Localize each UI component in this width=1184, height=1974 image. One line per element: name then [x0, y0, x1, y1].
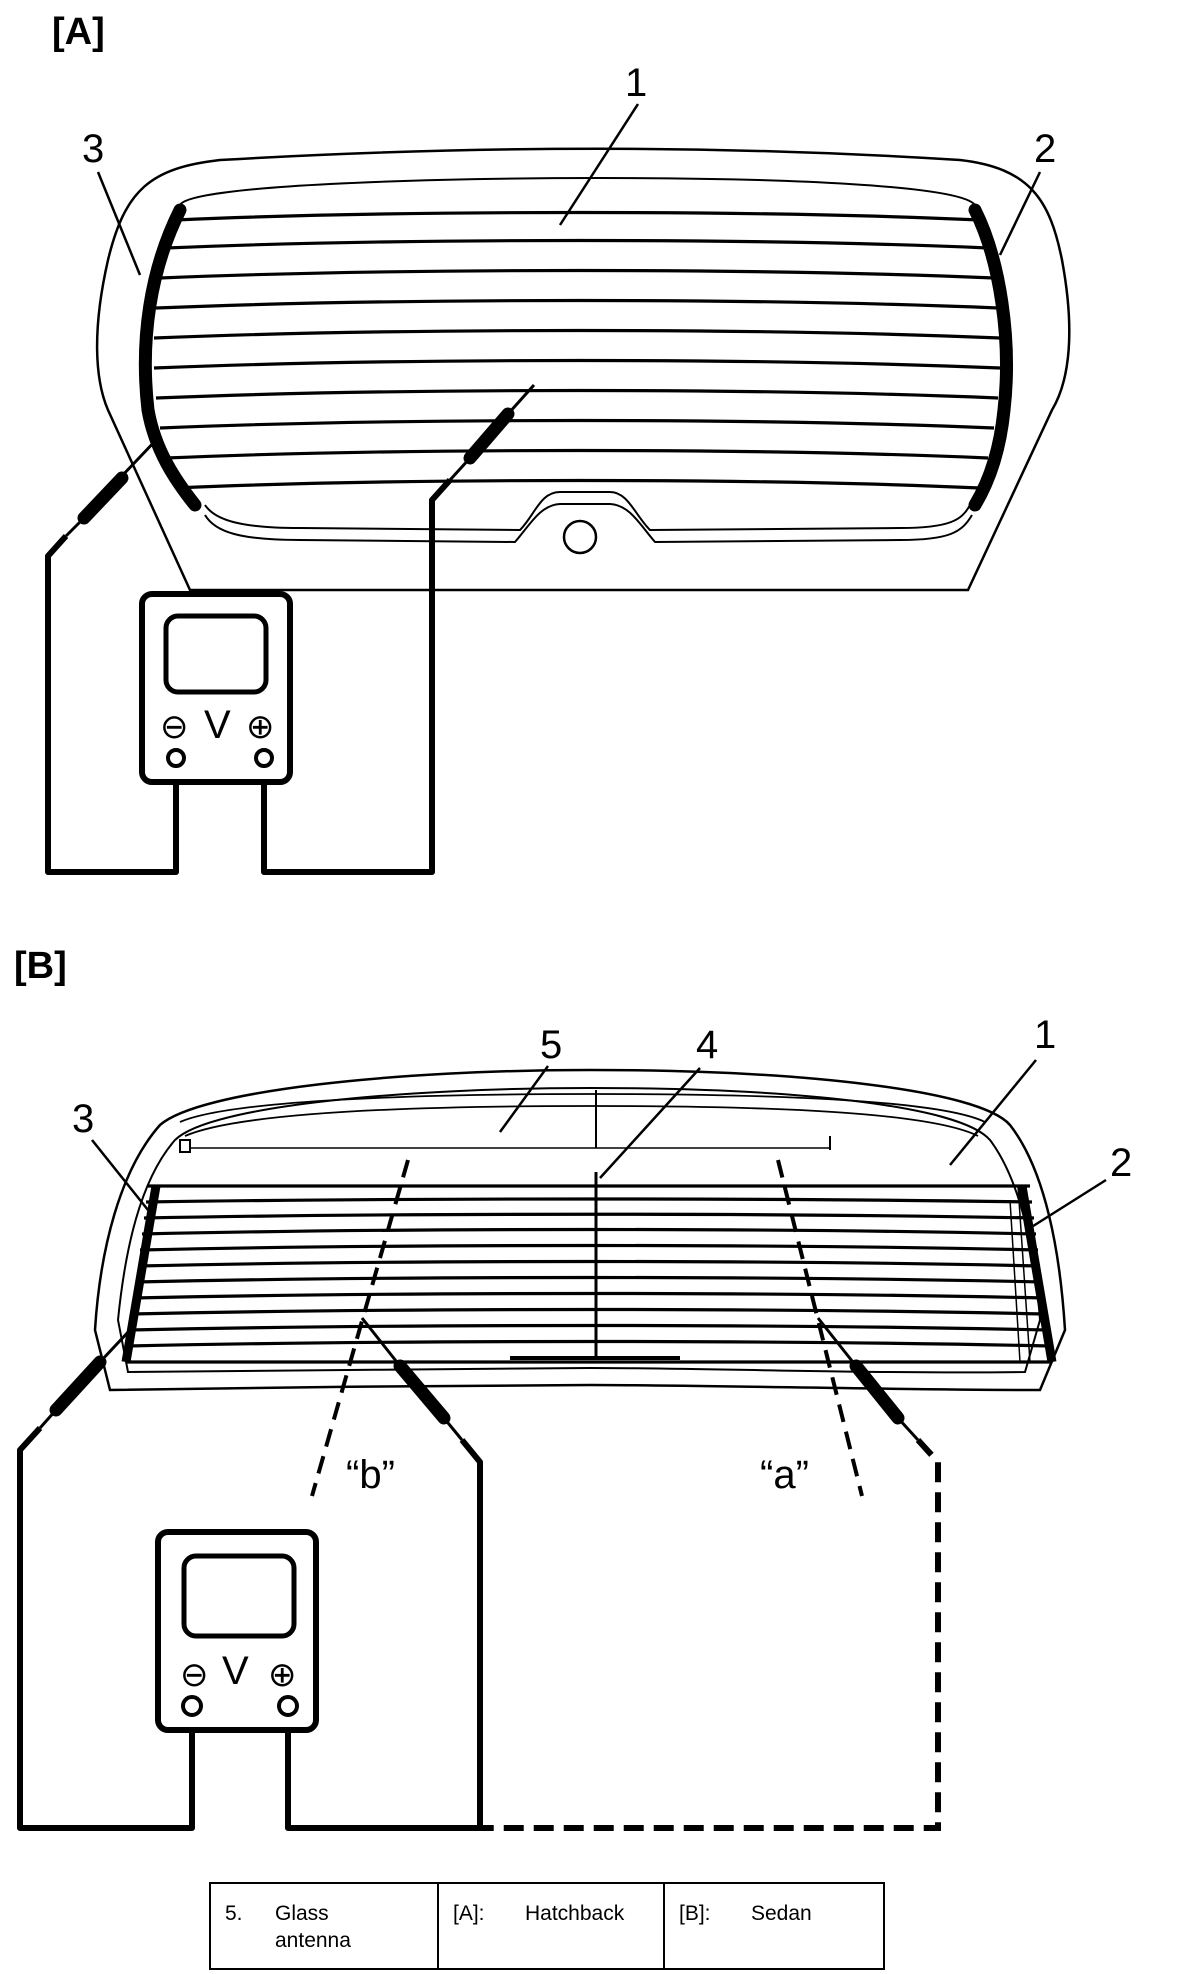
positive-lead-wire: [261, 477, 453, 875]
legend-item-glass-antenna: 5. Glass antenna: [211, 1884, 437, 1968]
callout-5: 5: [540, 1023, 562, 1067]
legend-text: Sedan: [751, 1902, 812, 1925]
keyhole-icon: [562, 519, 598, 555]
legend-item-sedan: [B]: Sedan: [663, 1884, 883, 1968]
panel-a: [A] 1 2 3: [45, 11, 1071, 875]
point-b-label: “b”: [346, 1453, 395, 1497]
point-a-line: [776, 1159, 864, 1497]
voltmeter-display-b: [181, 1553, 297, 1639]
callout-2: 2: [1034, 127, 1056, 171]
positive-probe: [448, 383, 536, 482]
hatchback-defogger-grid: [153, 210, 1001, 490]
negative-probe-b: [38, 1328, 132, 1429]
legend-key: [A]:: [453, 1902, 485, 1925]
point-b-line: [310, 1159, 410, 1497]
callout-4: 4: [696, 1023, 718, 1067]
legend-item-hatchback: [A]: Hatchback: [437, 1884, 663, 1968]
glass-antenna: [510, 1090, 831, 1360]
legend-text: Hatchback: [525, 1902, 625, 1925]
hatchback-bus-bar-left: [138, 203, 202, 512]
negative-terminal-icon-b: ⊖: [180, 1656, 209, 1694]
hatchback-glass-inner: [179, 176, 976, 206]
positive-lead-wire-a-dashed: [480, 1437, 941, 1831]
sedan-defogger-grid: [126, 1184, 1052, 1364]
positive-terminal-icon-b: ⊕: [268, 1656, 297, 1694]
sedan-glass-inner: [116, 1086, 1042, 1374]
sedan-glass-outer: [93, 1068, 1067, 1392]
voltmeter-b: ⊖ V ⊕: [155, 1529, 319, 1733]
voltmeter-display: [163, 613, 269, 695]
sedan-bus-bar-left: [121, 1185, 161, 1363]
legend-key: [B]:: [679, 1902, 711, 1925]
voltmeter-symbol-b: V: [222, 1649, 249, 1693]
negative-probe: [64, 436, 160, 538]
sedan-bus-bar-right: [1017, 1185, 1057, 1363]
negative-lead-wire: [45, 533, 179, 875]
callout-1: 1: [625, 61, 647, 105]
legend-key: 5.: [225, 1902, 243, 1925]
panel-a-title: [A]: [52, 11, 105, 53]
voltmeter-symbol: V: [204, 703, 231, 747]
positive-terminal-icon: ⊕: [246, 708, 275, 746]
negative-lead-wire-b: [17, 1425, 195, 1831]
callout-3: 3: [82, 127, 104, 171]
hatchback-bus-bar-right: [968, 203, 1013, 512]
panel-b-title: [B]: [14, 945, 67, 987]
callout-3: 3: [72, 1097, 94, 1141]
legend-table: 5. Glass antenna [A]: Hatchback [B]: Sed…: [209, 1882, 885, 1970]
callout-2: 2: [1110, 1141, 1132, 1185]
legend-text: Glass antenna: [275, 1902, 351, 1952]
point-a-label: “a”: [760, 1453, 809, 1497]
callout-1: 1: [1034, 1013, 1056, 1057]
negative-terminal-icon: ⊖: [160, 708, 189, 746]
positive-probe-a: [816, 1317, 920, 1442]
voltmeter: ⊖ V ⊕: [139, 591, 293, 785]
positive-probe-b: [360, 1317, 464, 1441]
panel-b: [B]: [14, 945, 1132, 1831]
